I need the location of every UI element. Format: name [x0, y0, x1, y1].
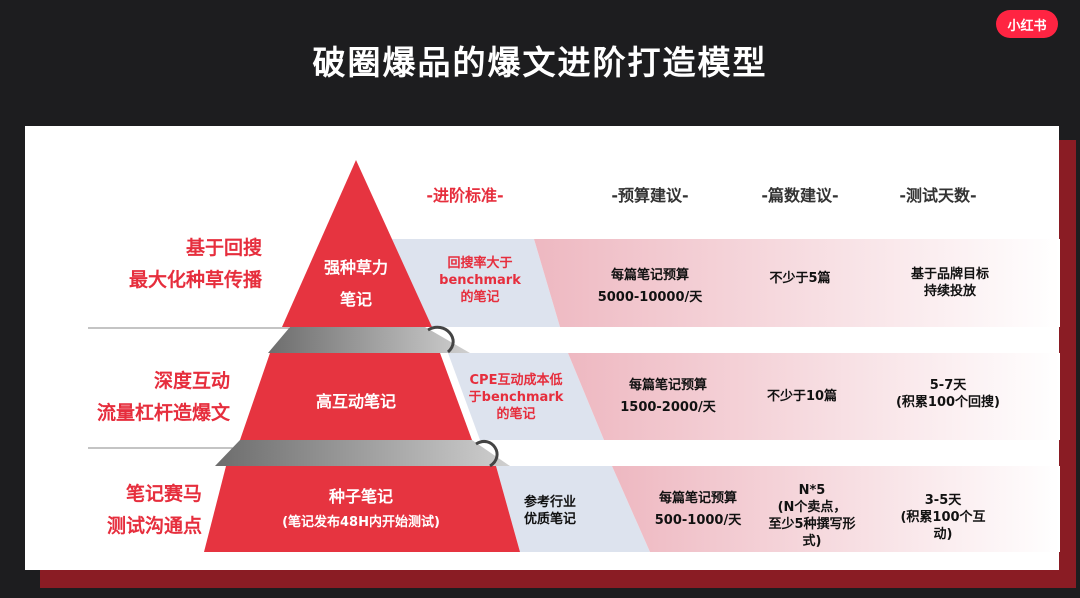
budget-tier2: 每篇笔记预算 1500-2000/天 — [620, 378, 716, 415]
curve-arrow-2 — [475, 440, 499, 468]
header-budget: -预算建议- — [611, 186, 689, 205]
pyramid-label-tier3: 种子笔记 (笔记发布48H内开始测试) — [282, 487, 440, 530]
standard-tier2: CPE互动成本低 于benchmark 的笔记 — [468, 373, 564, 422]
pyramid-tier2 — [240, 353, 472, 440]
header-standard: -进阶标准- — [426, 186, 504, 205]
header-count: -篇数建议- — [761, 186, 839, 205]
connector-1 — [268, 327, 470, 353]
left-label-tier2: 深度互动 流量杠杆造爆文 — [96, 370, 230, 424]
pyramid-tier1 — [282, 160, 432, 327]
budget-tier3: 每篇笔记预算 500-1000/天 — [654, 491, 742, 528]
days-tier3: 3-5天 (积累100个互 动) — [900, 493, 986, 542]
xiaohongshu-logo: 小红书 — [996, 10, 1058, 38]
days-tier1: 基于品牌目标 持续投放 — [910, 267, 989, 299]
connector-2 — [215, 440, 510, 466]
band-standard-tier1 — [392, 239, 560, 327]
count-tier1: 不少于5篇 — [769, 271, 831, 286]
band-standard-tier3 — [496, 466, 650, 552]
days-tier2: 5-7天 (积累100个回搜) — [895, 378, 1001, 410]
pyramid-tier3 — [204, 466, 520, 552]
left-label-tier1: 基于回搜 最大化种草传播 — [128, 237, 262, 291]
band-standard-tier2 — [448, 353, 604, 440]
standard-tier3: 参考行业 优质笔记 — [523, 495, 576, 527]
left-label-tier3: 笔记赛马 测试沟通点 — [106, 483, 202, 537]
band-budget-tier3 — [612, 466, 1060, 552]
standard-tier1: 回搜率大于 benchmark 的笔记 — [439, 256, 521, 305]
count-tier3: N*5 (N个卖点， 至少5种撰写形 式) — [768, 483, 856, 549]
count-tier2: 不少于10篇 — [766, 389, 838, 404]
band-budget-tier1 — [534, 239, 1060, 327]
curve-arrow-1 — [427, 325, 455, 354]
pyramid-label-tier1: 强种草力 笔记 — [323, 258, 388, 309]
header-days: -测试天数- — [899, 186, 977, 205]
pyramid-label-tier2: 高互动笔记 — [315, 392, 396, 411]
budget-tier1: 每篇笔记预算 5000-10000/天 — [597, 268, 703, 305]
page-title: 破圈爆品的爆文进阶打造模型 — [312, 43, 768, 82]
band-budget-tier2 — [568, 353, 1060, 440]
